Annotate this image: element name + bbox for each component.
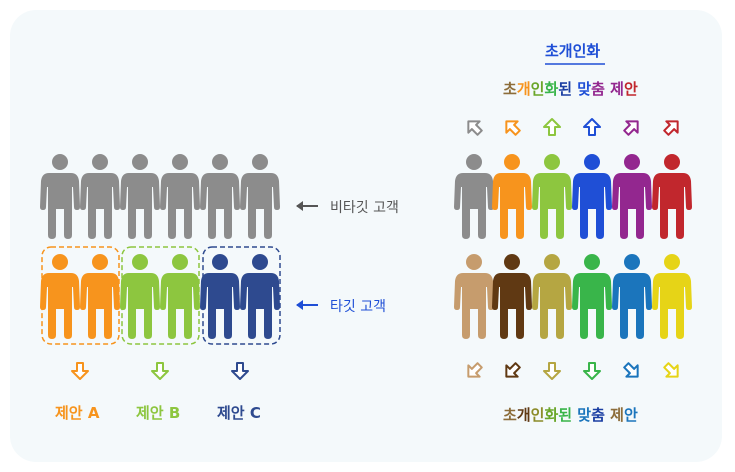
arrow-down-left-icon (505, 362, 521, 378)
top-caption: 초개인화된 맞춤 제안 (503, 80, 638, 98)
offer-a-label: 제안 A (55, 404, 100, 422)
person-icon (160, 154, 200, 239)
personalized-row-2 (454, 254, 692, 339)
person-icon (652, 154, 692, 239)
person-icon (40, 154, 80, 239)
person-icon (572, 254, 612, 339)
offer-b-label: 제안 B (136, 404, 181, 422)
arrow-down-left-icon (467, 362, 483, 378)
offer-c-label: 제안 C (217, 404, 261, 422)
person-icon (80, 254, 120, 339)
non-target-row (40, 154, 280, 239)
arrow-up-icon (583, 118, 601, 136)
arrow-down-icon (231, 362, 249, 380)
arrow-up-right-icon (623, 120, 639, 136)
bottom-caption: 초개인화된 맞춤 제안 (503, 406, 638, 424)
arrow-down-right-icon (663, 362, 679, 378)
arrow-up-right-icon (663, 120, 679, 136)
target-arrow-icon (296, 300, 318, 310)
person-icon (240, 254, 280, 339)
person-icon (454, 254, 494, 339)
person-icon (40, 254, 80, 339)
arrow-up-icon (543, 118, 561, 136)
arrow-up-left-icon (467, 120, 483, 136)
offer-group-box (41, 246, 120, 345)
person-icon (612, 254, 652, 339)
non-target-arrow-icon (296, 201, 318, 211)
person-icon (200, 154, 240, 239)
person-icon (80, 154, 120, 239)
personalized-row-1 (454, 154, 692, 239)
person-icon (612, 154, 652, 239)
target-row (40, 254, 280, 339)
person-icon (240, 154, 280, 239)
personalized-down-arrows (467, 362, 679, 380)
arrow-down-right-icon (623, 362, 639, 378)
arrow-down-icon (151, 362, 169, 380)
offer-group-box (202, 246, 281, 345)
person-icon (200, 254, 240, 339)
offer-group-box (121, 246, 200, 345)
person-icon (652, 254, 692, 339)
offer-arrows (71, 362, 249, 380)
offer-group-boxes (41, 246, 281, 345)
target-label: 타깃 고객 (330, 299, 386, 315)
arrow-down-icon (71, 362, 89, 380)
person-icon (532, 154, 572, 239)
non-target-label: 비타깃 고객 (330, 200, 399, 216)
personalized-up-arrows (467, 118, 679, 136)
person-icon (160, 254, 200, 339)
arrow-down-icon (583, 362, 601, 380)
person-icon (492, 254, 532, 339)
person-icon (454, 154, 494, 239)
person-icon (492, 154, 532, 239)
title: 초개인화 (545, 42, 601, 60)
person-icon (532, 254, 572, 339)
person-icon (120, 154, 160, 239)
arrow-down-icon (543, 362, 561, 380)
person-icon (572, 154, 612, 239)
arrow-up-left-icon (505, 120, 521, 136)
person-icon (120, 254, 160, 339)
